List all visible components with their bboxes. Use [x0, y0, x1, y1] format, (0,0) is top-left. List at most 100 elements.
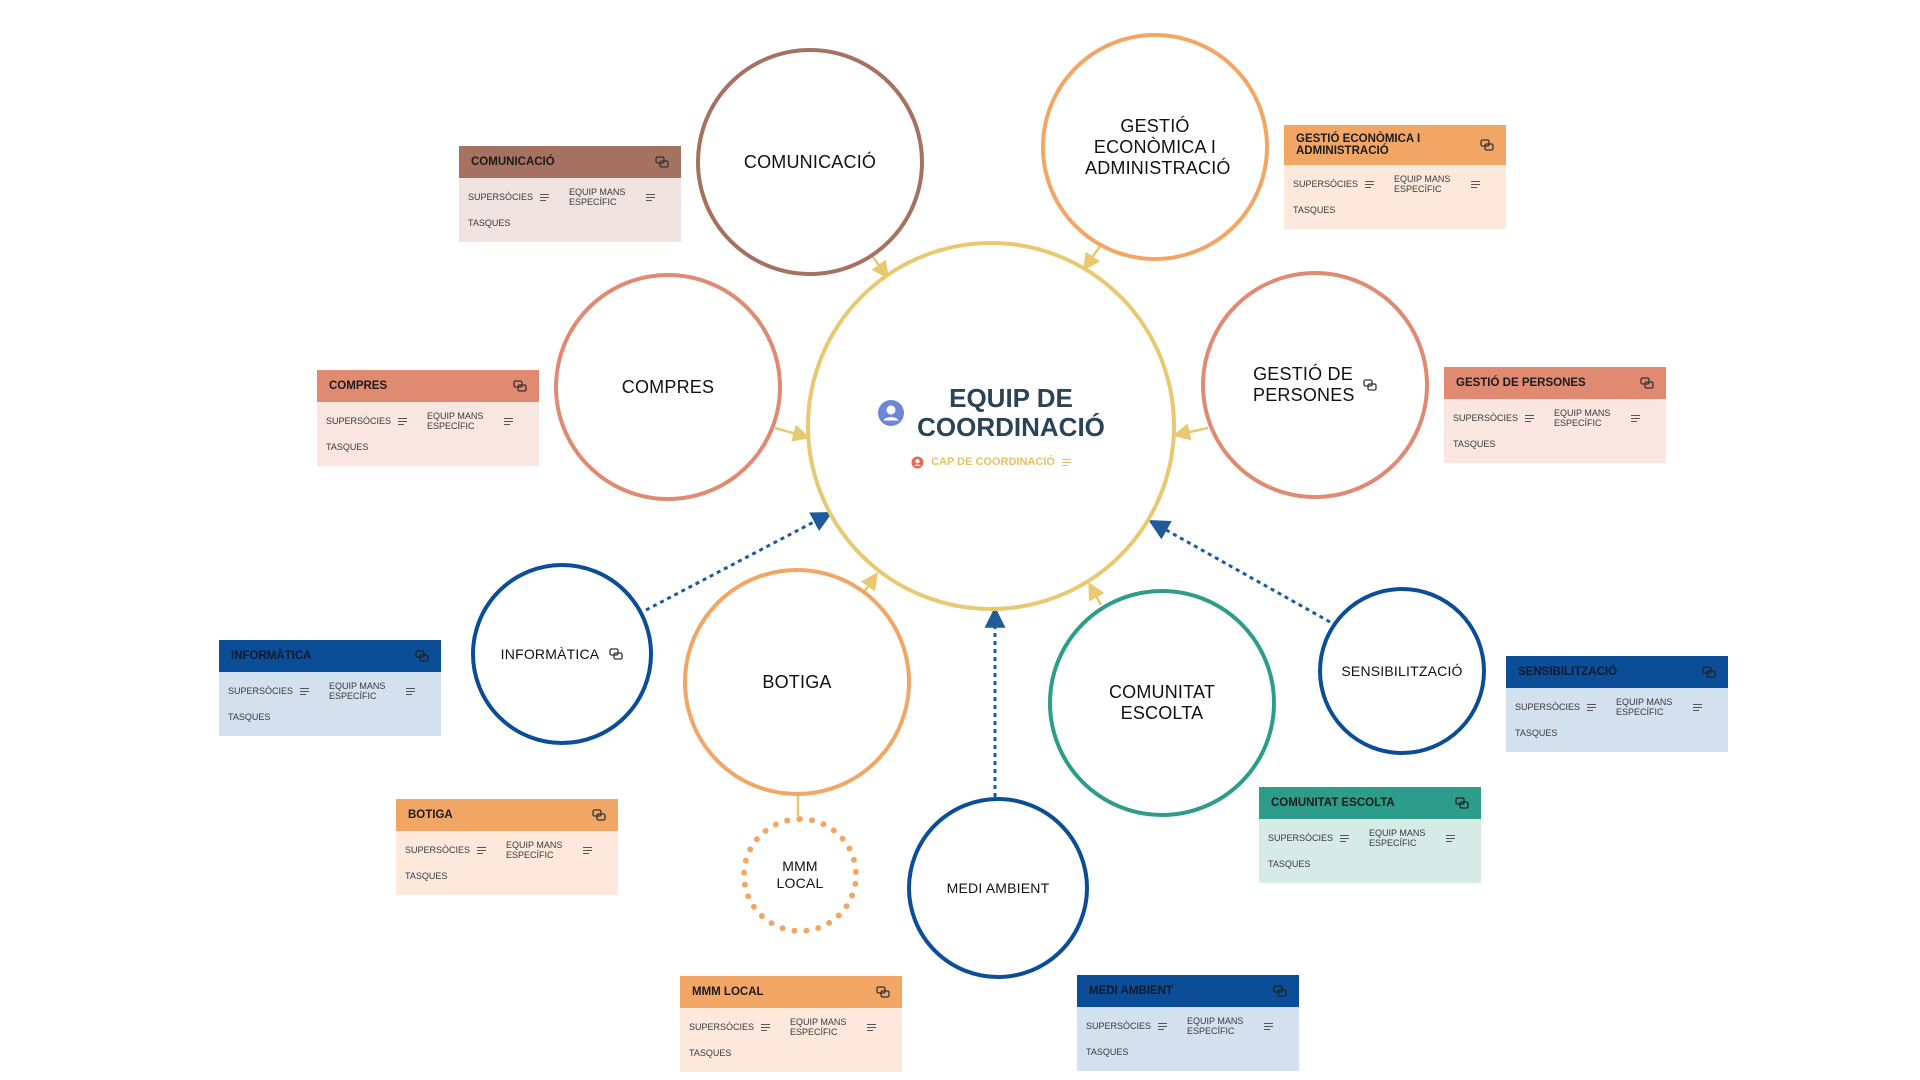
circle-compres[interactable]: COMPRES: [554, 273, 782, 501]
card-compres[interactable]: COMPRES SUPERSÒCIES EQUIP MANS ESPECÍFIC…: [317, 370, 539, 466]
card-title: MEDI AMBIENT: [1089, 985, 1173, 997]
connector-comunicacio: [871, 256, 890, 279]
card-field-equip-mans: EQUIP MANS ESPECÍFIC: [329, 681, 416, 701]
card-field-equip-mans: EQUIP MANS ESPECÍFIC: [1187, 1016, 1274, 1036]
link-icon: [1273, 985, 1287, 997]
link-icon: [513, 380, 527, 392]
circle-label: GESTIÓ ECONÒMICA I ADMINISTRACIÓ: [1085, 115, 1231, 178]
link-icon: [655, 156, 669, 168]
card-field-supersocies: SUPERSÒCIES: [1293, 179, 1375, 189]
description-icon: [398, 417, 408, 425]
circle-informatica[interactable]: INFORMÀTICA: [471, 563, 653, 745]
description-icon: [1693, 703, 1703, 711]
circle-label: COMPRES: [621, 376, 715, 397]
description-icon: [646, 193, 656, 201]
card-field-tasques: TASQUES: [228, 712, 271, 722]
circle-label: MMM LOCAL: [776, 858, 824, 891]
card-field-supersocies: SUPERSÒCIES: [1086, 1021, 1168, 1031]
center-circle[interactable]: EQUIP DE COORDINACIÓ CAP DE COORDINACIÓ: [806, 241, 1176, 611]
circle-label: SENSIBILITZACIÓ: [1341, 662, 1463, 679]
person-circle-icon: [878, 399, 905, 426]
card-field-tasques: TASQUES: [405, 871, 448, 881]
card-comunicacio[interactable]: COMUNICACIÓ SUPERSÒCIES EQUIP MANS ESPEC…: [459, 146, 681, 242]
card-field-equip-mans: EQUIP MANS ESPECÍFIC: [790, 1017, 877, 1037]
description-icon: [1446, 834, 1456, 842]
card-field-tasques: TASQUES: [689, 1048, 732, 1058]
card-title: COMPRES: [329, 380, 388, 392]
description-icon: [1631, 414, 1641, 422]
card-title: COMUNICACIÓ: [471, 156, 555, 168]
link-icon: [1455, 797, 1469, 809]
card-field-equip-mans: EQUIP MANS ESPECÍFIC: [427, 411, 514, 431]
card-field-supersocies: SUPERSÒCIES: [1515, 702, 1597, 712]
link-icon: [609, 648, 623, 660]
link-icon: [1702, 666, 1716, 678]
connector-sensibilitzacio: [1148, 519, 1331, 624]
card-sensibilitzacio[interactable]: SENSIBILITZACIÓ SUPERSÒCIES EQUIP MANS E…: [1506, 656, 1728, 752]
card-field-equip-mans: EQUIP MANS ESPECÍFIC: [506, 840, 593, 860]
card-field-equip-mans: EQUIP MANS ESPECÍFIC: [1554, 408, 1641, 428]
circle-botiga[interactable]: BOTIGA: [683, 568, 911, 796]
circle-gestio-economica[interactable]: GESTIÓ ECONÒMICA I ADMINISTRACIÓ: [1041, 33, 1269, 261]
link-icon: [592, 809, 606, 821]
card-field-tasques: TASQUES: [1293, 205, 1336, 215]
card-field-tasques: TASQUES: [1268, 859, 1311, 869]
card-field-tasques: TASQUES: [1515, 728, 1558, 738]
circle-label: INFORMÀTICA: [500, 645, 600, 662]
card-title: COMUNITAT ESCOLTA: [1271, 797, 1395, 809]
card-title: INFORMÀTICA: [231, 650, 312, 662]
center-title-line1: EQUIP DE: [949, 382, 1073, 413]
connector-informatica: [645, 512, 833, 612]
circle-mmm-local[interactable]: MMM LOCAL: [741, 816, 859, 934]
description-icon: [504, 417, 514, 425]
description-icon: [583, 846, 593, 854]
circle-gestio-persones[interactable]: GESTIÓ DE PERSONES: [1201, 271, 1429, 499]
description-icon: [406, 687, 416, 695]
card-field-equip-mans: EQUIP MANS ESPECÍFIC: [1369, 828, 1456, 848]
circle-label: COMUNITAT ESCOLTA: [1108, 682, 1216, 723]
card-mmm-local[interactable]: MMM LOCAL SUPERSÒCIES EQUIP MANS ESPECÍF…: [680, 976, 902, 1072]
center-title-line2: COORDINACIÓ: [917, 411, 1105, 442]
description-icon: [1365, 180, 1375, 188]
card-field-supersocies: SUPERSÒCIES: [468, 192, 550, 202]
description-icon: [1340, 834, 1350, 842]
card-field-equip-mans: EQUIP MANS ESPECÍFIC: [1394, 174, 1481, 194]
circle-label: COMUNICACIÓ: [743, 151, 877, 172]
card-field-tasques: TASQUES: [326, 442, 369, 452]
card-field-supersocies: SUPERSÒCIES: [228, 686, 310, 696]
card-title: BOTIGA: [408, 809, 453, 821]
connector-gestio-persones: [1172, 423, 1209, 441]
description-icon: [1061, 458, 1071, 466]
circle-label: GESTIÓ DE PERSONES: [1253, 364, 1355, 405]
description-icon: [1264, 1022, 1274, 1030]
circle-label: MEDI AMBIENT: [946, 879, 1050, 896]
card-medi-ambient[interactable]: MEDI AMBIENT SUPERSÒCIES EQUIP MANS ESPE…: [1077, 975, 1299, 1071]
card-field-supersocies: SUPERSÒCIES: [1268, 833, 1350, 843]
card-gestio-persones[interactable]: GESTIÓ DE PERSONES SUPERSÒCIES EQUIP MAN…: [1444, 367, 1666, 463]
description-icon: [761, 1023, 771, 1031]
connector-comunitat-escolta: [1088, 581, 1105, 606]
circle-comunicacio[interactable]: COMUNICACIÓ: [696, 48, 924, 276]
card-comunitat-escolta[interactable]: COMUNITAT ESCOLTA SUPERSÒCIES EQUIP MANS…: [1259, 787, 1481, 883]
card-gestio-economica[interactable]: GESTIÓ ECONÒMICA I ADMINISTRACIÓ SUPERSÒ…: [1284, 125, 1506, 229]
card-title: GESTIÓ DE PERSONES: [1456, 377, 1586, 389]
connector-gestio-economica: [1083, 245, 1102, 271]
card-title: GESTIÓ ECONÒMICA I ADMINISTRACIÓ: [1296, 133, 1421, 157]
description-icon: [867, 1023, 877, 1031]
circle-comunitat-escolta[interactable]: COMUNITAT ESCOLTA: [1048, 589, 1276, 817]
link-icon: [415, 650, 429, 662]
card-field-supersocies: SUPERSÒCIES: [405, 845, 487, 855]
link-icon: [1480, 139, 1494, 151]
coordinator-role: CAP DE COORDINACIÓ: [931, 456, 1055, 468]
card-informatica[interactable]: INFORMÀTICA SUPERSÒCIES EQUIP MANS ESPEC…: [219, 640, 441, 736]
link-icon: [1363, 379, 1377, 391]
card-field-tasques: TASQUES: [1453, 439, 1496, 449]
card-botiga[interactable]: BOTIGA SUPERSÒCIES EQUIP MANS ESPECÍFIC …: [396, 799, 618, 895]
circle-medi-ambient[interactable]: MEDI AMBIENT: [907, 797, 1089, 979]
card-field-supersocies: SUPERSÒCIES: [1453, 413, 1535, 423]
circle-label: BOTIGA: [762, 671, 832, 692]
circle-sensibilitzacio[interactable]: SENSIBILITZACIÓ: [1318, 587, 1486, 755]
description-icon: [1525, 414, 1535, 422]
card-field-supersocies: SUPERSÒCIES: [689, 1022, 771, 1032]
